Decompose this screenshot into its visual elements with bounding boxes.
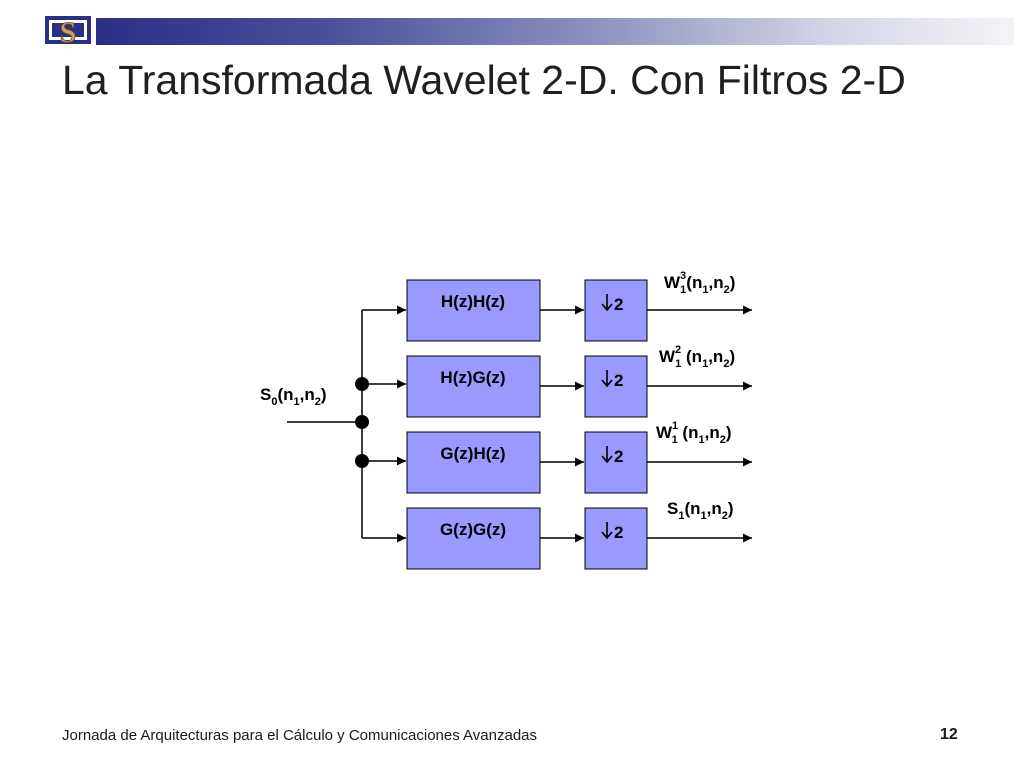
logo-letter: S xyxy=(60,16,77,48)
downsampler-block xyxy=(584,355,648,418)
footer-text: Jornada de Arquitecturas para el Cálculo… xyxy=(62,727,538,744)
filter-label: G(z)H(z) xyxy=(440,444,505,463)
downsample-factor: 2 xyxy=(614,447,623,466)
filter-label: H(z)G(z) xyxy=(440,368,505,387)
title-band xyxy=(96,18,1014,45)
downsample-factor: 2 xyxy=(614,371,623,390)
downsample-factor: 2 xyxy=(614,523,623,542)
filter-block-gg xyxy=(406,507,541,570)
output-label-s1: S1(n1,n2) xyxy=(667,499,734,522)
downsampler-block xyxy=(584,507,648,570)
slide-title: La Transformada Wavelet 2-D. Con Filtros… xyxy=(62,57,906,103)
input-signal-label: S0(n1,n2) xyxy=(260,385,327,408)
junction-dot xyxy=(355,415,369,429)
page-number: 12 xyxy=(940,726,958,743)
downsample-factor: 2 xyxy=(614,295,623,314)
filter-block-hg xyxy=(406,355,541,418)
filter-label: G(z)G(z) xyxy=(440,520,506,539)
filter-block-gh xyxy=(406,431,541,494)
sinergia-logo-icon: S xyxy=(45,16,91,48)
filter-block-hh xyxy=(406,279,541,342)
downsampler-block xyxy=(584,279,648,342)
downsample-down-arrow-icon xyxy=(601,294,613,540)
filter-label: H(z)H(z) xyxy=(441,292,505,311)
downsampler-block xyxy=(584,431,648,494)
